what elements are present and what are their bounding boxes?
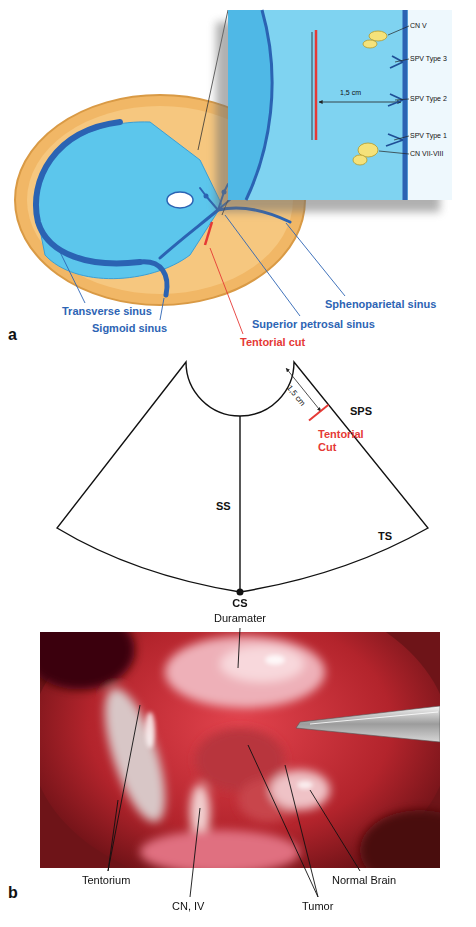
panel-letter: b [8,884,18,902]
cut-leader [210,248,243,334]
cn-vii-viii-nerve [353,155,367,165]
cn-v-nerve [369,31,387,41]
sinus-label: Sphenoparietal sinus [325,298,436,311]
inset-label: SPV Type 3 [410,55,447,63]
inset-tentorial-edge [246,10,272,200]
surgical-instrument [296,706,440,742]
anatomy-label: Tumor [302,900,333,913]
inset-sps [403,10,408,200]
sinus-label: Superior petrosal sinus [252,318,375,331]
surgical-photo [40,632,440,868]
inset-shade [228,10,272,200]
anatomy-label: CN, IV [172,900,204,913]
confluens-dot [237,589,244,596]
inset-label: SPV Type 2 [410,95,447,103]
sinus-abbreviation: SS [216,500,231,513]
inset-tentorial-cut [315,30,318,140]
anatomy-label: Normal Brain [332,874,396,887]
photo-tissue [40,632,440,868]
dimension-label: 1,5 cm [340,89,361,97]
cn-v-nerve [363,40,377,48]
photo-highlights [145,655,313,789]
inset-label: CN V [410,22,427,30]
panel-letter: a [8,326,17,344]
instrument-highlight [310,712,438,724]
sigmoid-sinus [140,262,167,295]
cut-label: Tentorial Cut [318,428,364,453]
anatomy-label: Duramater [214,612,266,625]
inset-dimension [319,102,401,103]
tentorial-incisura [167,192,193,208]
inset-label: SPV Type 1 [410,132,447,140]
panel-a-leaders [60,215,345,320]
straight-sinus [239,416,240,592]
skull-base-drawing [15,10,305,305]
sinus-label: Transverse sinus [62,305,152,318]
inset-band [408,10,452,200]
sinus-abbreviation: SPS [350,405,372,418]
inset-cut-guide [312,32,313,140]
transverse-sinus [36,122,140,263]
tentorium-fill [35,122,222,279]
inset-ground [228,10,452,200]
tentorium-outline [57,362,428,592]
inset-label: CN VII-VIII [410,150,443,158]
tentorial-cut-mark [205,222,212,245]
sinus-label: Sigmoid sinus [92,322,167,335]
schematic-cut [309,405,329,421]
superior-petrosal-sinus [160,210,218,258]
sinus-abbreviation: CS [232,597,247,610]
tentorium-schematic [57,362,428,596]
inset-detail [216,10,452,212]
anatomy-label: Tentorium [82,874,130,887]
photo-leaders [108,628,360,897]
cut-label: Tentorial cut [240,336,305,349]
inset-leaders [379,26,409,154]
vein-dot [204,194,209,199]
sinus-abbreviation: TS [378,530,392,543]
